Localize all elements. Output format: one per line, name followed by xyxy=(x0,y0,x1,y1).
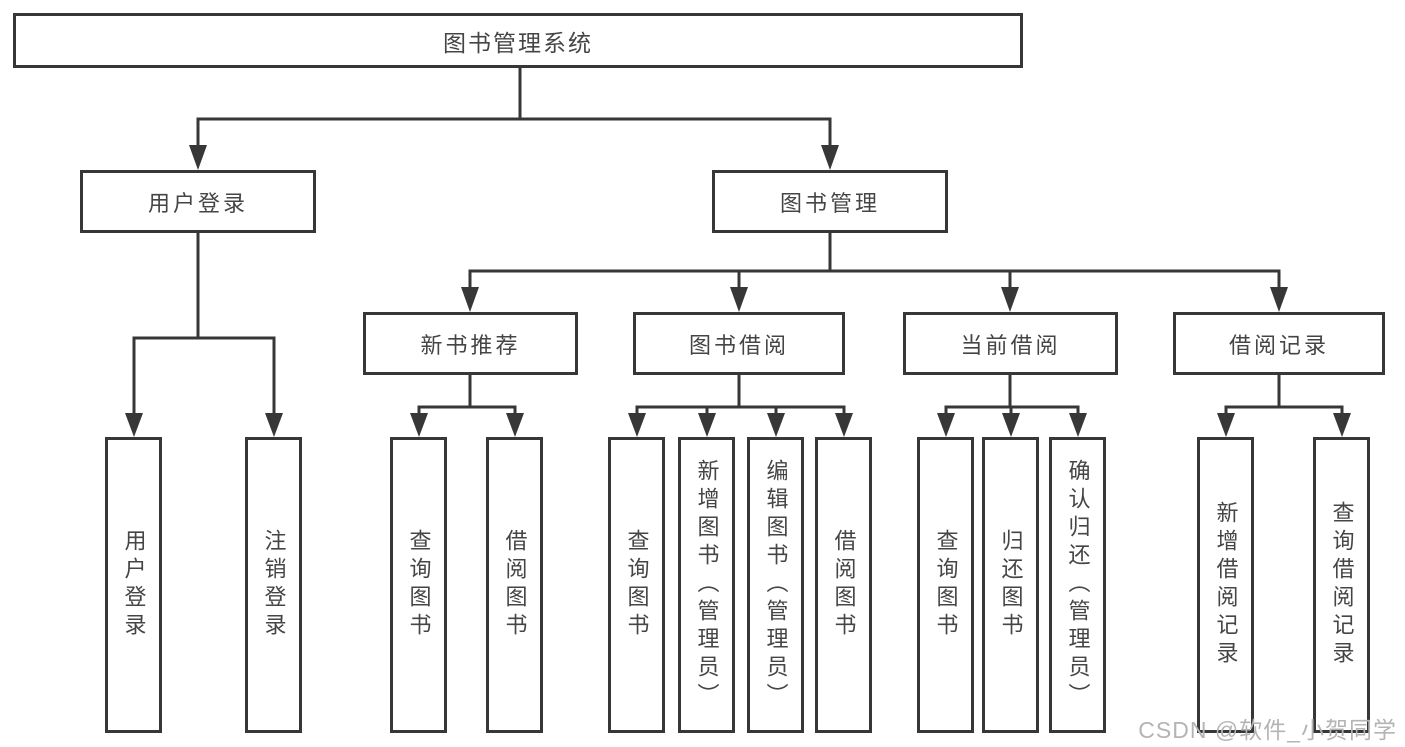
node-query-books-2: 查询图书 xyxy=(608,437,665,733)
node-query-borrow-record: 查询借阅记录 xyxy=(1313,437,1370,733)
connector-root-to-level1 xyxy=(189,67,839,170)
csdn-watermark: CSDN @软件_小贺同学 xyxy=(1138,717,1397,743)
connector-new-book-recommend-to-leaves xyxy=(410,375,524,437)
node-book-borrowing: 图书借阅 xyxy=(633,312,845,375)
node-borrow-records: 借阅记录 xyxy=(1173,312,1385,375)
node-book-management: 图书管理 xyxy=(712,170,948,233)
node-user-login: 用户登录 xyxy=(105,437,162,733)
connector-user-login-to-leaves xyxy=(125,233,283,437)
node-user-login-branch: 用户登录 xyxy=(80,170,316,233)
connector-book-management-to-level2 xyxy=(461,233,1288,312)
node-query-books-1: 查询图书 xyxy=(390,437,447,733)
node-library-management-system: 图书管理系统 xyxy=(13,13,1023,68)
node-add-borrow-record: 新增借阅记录 xyxy=(1197,437,1254,733)
node-current-borrowing: 当前借阅 xyxy=(903,312,1118,375)
node-query-books-3: 查询图书 xyxy=(917,437,974,733)
node-edit-book-admin: 编辑图书（管理员） xyxy=(747,437,804,733)
node-return-book: 归还图书 xyxy=(982,437,1039,733)
node-logout: 注销登录 xyxy=(245,437,302,733)
connector-current-borrowing-to-leaves xyxy=(937,375,1087,437)
node-add-book-admin: 新增图书（管理员） xyxy=(678,437,735,733)
node-borrow-books-2: 借阅图书 xyxy=(815,437,872,733)
connector-book-borrowing-to-leaves xyxy=(628,375,853,437)
node-borrow-books-1: 借阅图书 xyxy=(486,437,543,733)
connector-borrow-records-to-leaves xyxy=(1217,375,1351,437)
node-confirm-return-admin: 确认归还（管理员） xyxy=(1049,437,1106,733)
node-new-book-recommend: 新书推荐 xyxy=(363,312,578,375)
